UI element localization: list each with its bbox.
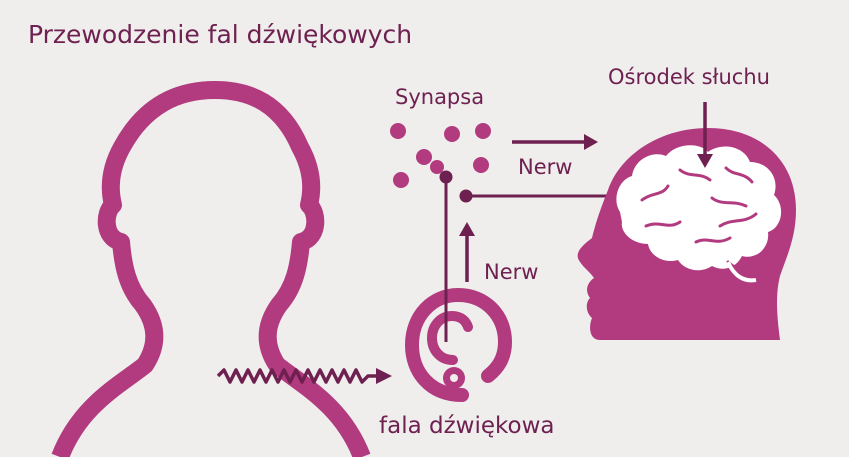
head-outline-icon bbox=[60, 90, 362, 457]
auditory-center-label: Ośrodek słuchu bbox=[608, 67, 770, 88]
right-arrow bbox=[512, 134, 598, 150]
nerve-label-horizontal: Nerw bbox=[518, 157, 572, 178]
synapse-label: Synapsa bbox=[395, 87, 484, 108]
diagram-title: Przewodzenie fal dźwiękowych bbox=[28, 22, 412, 47]
sound-wave-label: fala dźwiękowa bbox=[379, 415, 555, 438]
head-brain-icon bbox=[578, 128, 796, 340]
ear-icon bbox=[412, 295, 505, 395]
up-arrow bbox=[459, 222, 475, 282]
nerve-label-vertical: Nerw bbox=[484, 262, 538, 283]
